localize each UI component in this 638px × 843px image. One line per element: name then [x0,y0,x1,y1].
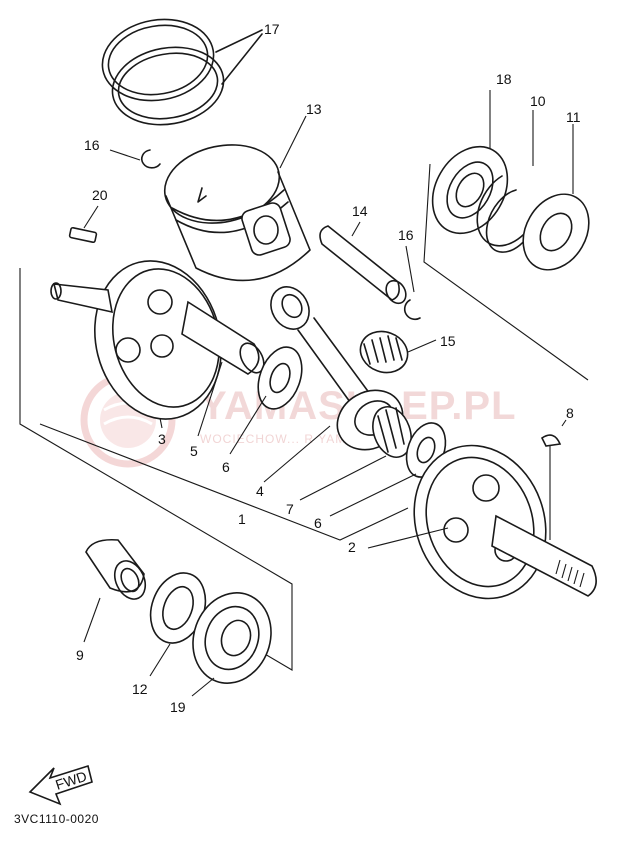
callout-20: 20 [92,187,108,203]
piston-rings [101,18,263,126]
callout-19: 19 [170,699,186,715]
diagram-code: 3VC1110-0020 [14,812,99,826]
callout-8: 8 [566,405,574,421]
callout-12: 12 [132,681,148,697]
callout-6-left: 6 [222,459,230,475]
piston-pin-clip-left [109,149,161,169]
callout-labels: 17 13 16 20 14 16 18 10 11 15 3 5 6 4 1 … [76,21,581,715]
woodruff-key-20 [68,205,99,244]
right-bearing-group [423,90,590,381]
bearing-sleeve [83,538,147,643]
piston [163,115,311,282]
big-end-bearing [299,406,412,501]
callout-17: 17 [264,21,280,37]
callout-6-right: 6 [314,515,322,531]
callout-13: 13 [306,101,322,117]
fwd-arrow-icon: FWD [28,764,93,806]
piston-pin [319,221,407,305]
callout-14: 14 [352,203,368,219]
right-crank-half [367,444,597,600]
callout-5: 5 [190,443,198,459]
thrust-washer-left [229,346,303,455]
callout-10: 10 [530,93,546,109]
small-end-bearing [359,330,437,374]
callout-7: 7 [286,501,294,517]
piston-pin-clip-right [403,245,421,321]
callout-2: 2 [348,539,356,555]
woodruff-key-8 [540,419,567,540]
callout-11: 11 [566,109,581,125]
callout-15: 15 [440,333,456,349]
callout-3: 3 [158,431,166,447]
oil-seal [149,572,207,677]
callout-9: 9 [76,647,84,663]
main-bearing [191,592,272,697]
callout-16-left: 16 [84,137,100,153]
callout-16-right: 16 [398,227,414,243]
crank-pin [181,300,265,437]
callout-4: 4 [256,483,264,499]
callout-1: 1 [238,511,246,527]
callout-18: 18 [496,71,512,87]
